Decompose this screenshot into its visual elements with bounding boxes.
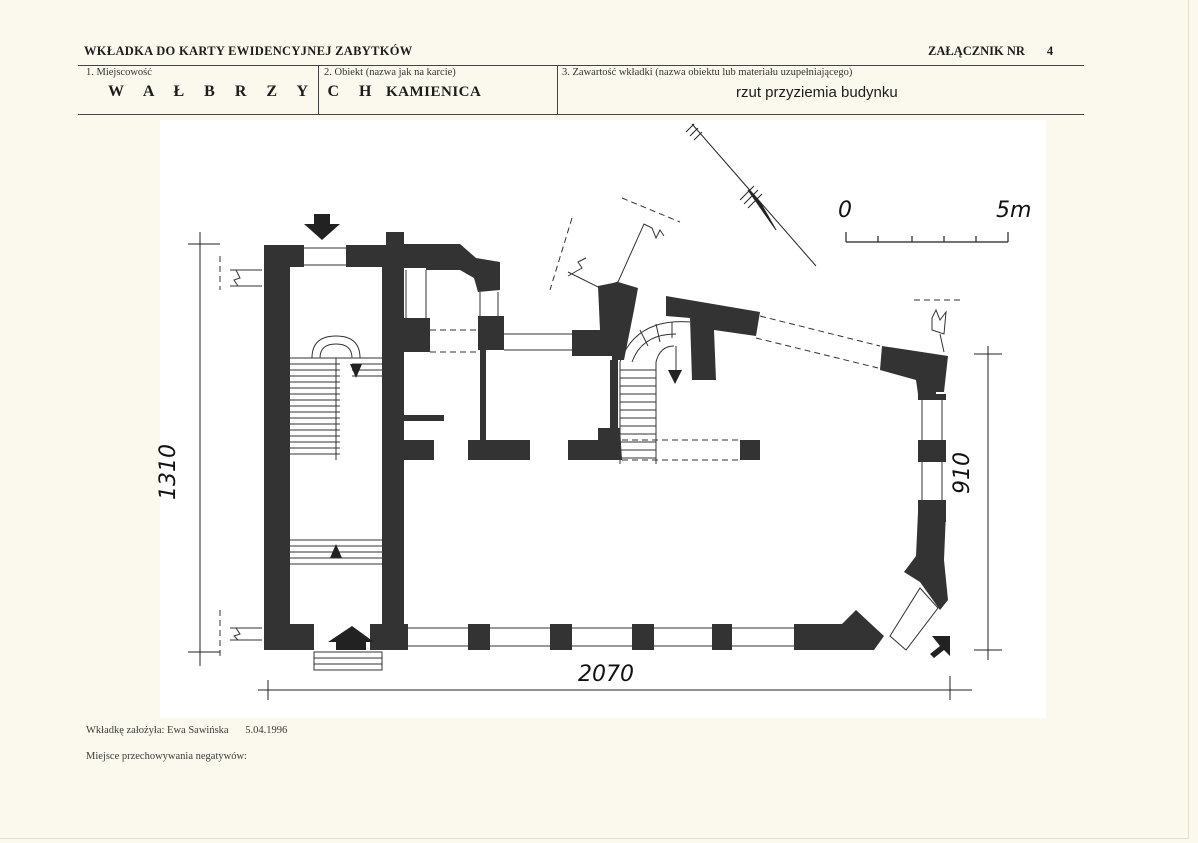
pier-lower-left <box>404 440 434 460</box>
field-divider-2 <box>557 65 558 114</box>
field-label-object: 2. Obiekt (nazwa jak na karcie) <box>324 67 456 78</box>
footer-author-line: Wkładkę założyła: Ewa Sawińska 5.04.1996 <box>86 725 287 736</box>
wall-right-sill <box>918 394 946 400</box>
pier-bottom-2 <box>468 624 490 650</box>
dimension-depth: 1310 <box>156 444 181 500</box>
wall-bottom-left <box>264 624 314 650</box>
pier-bottom-5 <box>712 624 732 650</box>
dimension-lines <box>188 232 1002 700</box>
entrance-arrow-bottom <box>328 626 374 650</box>
wall-stair-partition <box>382 245 404 650</box>
wall-center-thin <box>610 360 618 430</box>
scale-end-label: 5m <box>996 198 1032 223</box>
wall-right-t-block <box>666 296 760 380</box>
floor-plan-sheet <box>160 120 1046 718</box>
walls <box>264 232 948 650</box>
entrance-arrow-top <box>304 214 340 240</box>
wall-upper-middle <box>404 244 500 292</box>
wall-center-block <box>572 282 638 360</box>
direction-arrows <box>304 214 950 658</box>
openings <box>304 247 943 671</box>
pier-bottom-4 <box>632 624 654 650</box>
dimension-right: 910 <box>950 452 975 494</box>
pier-middle <box>478 316 504 350</box>
wall-left-outer <box>264 245 290 650</box>
pier-bottom-1 <box>382 624 408 650</box>
stair-left <box>290 335 382 565</box>
field-divider-1 <box>318 65 319 114</box>
dimension-width: 2070 <box>578 662 634 687</box>
wall-thin-partition <box>480 350 486 445</box>
wall-small-shelf <box>404 415 444 421</box>
field-label-contents: 3. Zawartość wkładki (nazwa obiektu lub … <box>562 67 853 78</box>
field-value-locality: W A Ł B R Z Y C H <box>108 83 380 100</box>
pier-left-middle <box>404 318 430 352</box>
wall-right-corner <box>904 512 948 610</box>
annex-number: ZAŁĄCZNIK NR 4 <box>928 44 1053 59</box>
spiral-down-arrow <box>668 370 682 384</box>
annex-label: ZAŁĄCZNIK NR <box>928 44 1025 58</box>
dashed-lines <box>219 197 962 660</box>
scale-bar <box>845 232 1009 243</box>
header-top-rule <box>78 65 1084 66</box>
document-title: WKŁADKA DO KARTY EWIDENCYJNEJ ZABYTKÓW <box>84 44 413 58</box>
pier-lower-mid <box>468 440 530 460</box>
pier-lower-center <box>568 428 622 460</box>
wall-bottom-right <box>794 610 884 650</box>
field-label-locality: 1. Miejscowość <box>86 67 152 78</box>
footer-created-by: Wkładkę założyła: Ewa Sawińska <box>86 725 229 736</box>
wall-left-top-a <box>264 245 304 267</box>
footer-negatives: Miejsce przechowywania negatywów: <box>86 751 247 762</box>
header-bottom-rule <box>78 114 1084 115</box>
scale-start-label: 0 <box>838 198 852 223</box>
chimney-block <box>386 232 404 250</box>
stair-right <box>619 321 691 464</box>
footer-date: 5.04.1996 <box>245 725 288 736</box>
wall-right-top <box>880 346 948 396</box>
stair-down-arrow <box>350 364 362 378</box>
stair-up-arrow <box>330 544 342 558</box>
pier-bottom-3 <box>550 624 572 650</box>
north-arrow <box>685 123 817 267</box>
pier-isolated <box>740 440 760 460</box>
field-value-contents: rzut przyziemia budynku <box>736 84 898 101</box>
field-value-object: KAMIENICA <box>386 84 482 100</box>
pier-right-1 <box>918 440 946 462</box>
break-lines <box>230 223 947 641</box>
corner-entry-arrow <box>930 636 950 658</box>
annex-value: 4 <box>1046 44 1054 58</box>
